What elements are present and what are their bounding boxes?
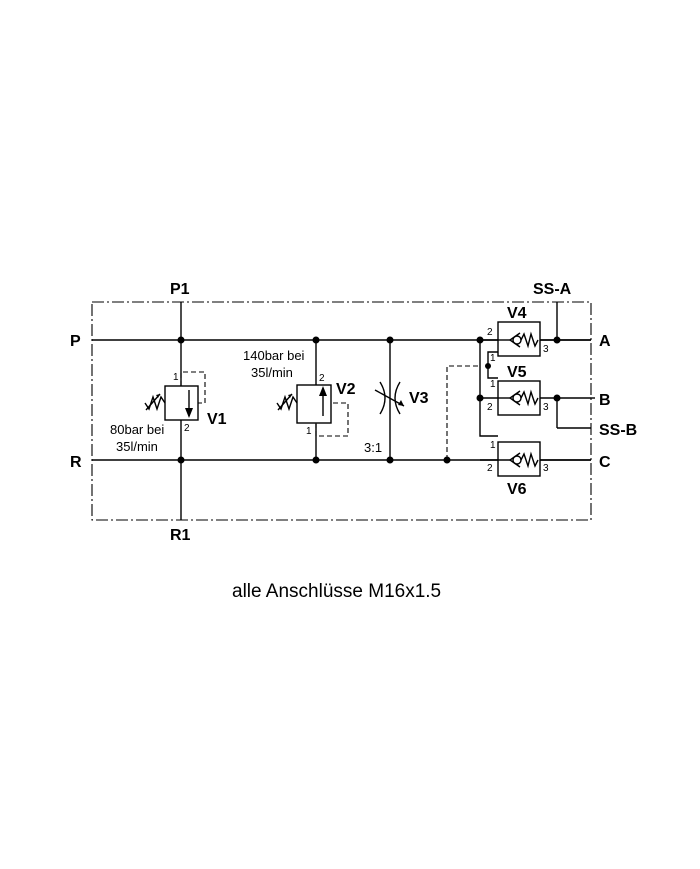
v4-port-in: 2 xyxy=(487,327,493,338)
v1-setting-line2: 35l/min xyxy=(116,439,158,454)
valve-v3-throttle xyxy=(374,381,405,415)
port-ss-b-label: SS-B xyxy=(599,422,637,439)
valve-v1 xyxy=(144,371,206,421)
v1-label: V1 xyxy=(207,411,227,428)
port-p-label: P xyxy=(70,333,81,350)
v5-label: V5 xyxy=(507,364,527,381)
v2-label: V2 xyxy=(336,381,356,398)
v1-setting-line1: 80bar bei xyxy=(110,422,164,437)
caption: alle Anschlüsse M16x1.5 xyxy=(232,581,441,602)
v6-port-in: 2 xyxy=(487,463,493,474)
v3-label: V3 xyxy=(409,390,429,407)
v2-port-top: 2 xyxy=(319,373,325,384)
v5-port-out: 3 xyxy=(543,402,549,413)
port-b-label: B xyxy=(599,392,611,409)
port-ss-a-label: SS-A xyxy=(533,281,572,298)
block-boundary xyxy=(91,301,592,521)
v2-setting-line1: 140bar bei xyxy=(243,348,305,363)
v6-port-pilot: 1 xyxy=(490,440,496,451)
valve-v4 xyxy=(497,321,541,357)
v1-port-top: 1 xyxy=(173,372,179,383)
v4-port-out: 3 xyxy=(543,344,549,355)
v2-port-bottom: 1 xyxy=(306,426,312,437)
v2-setting-line2: 35l/min xyxy=(251,365,293,380)
v5-port-in: 2 xyxy=(487,402,493,413)
junction-dots xyxy=(177,336,561,464)
v4-port-pilot: 1 xyxy=(490,353,496,364)
v1-port-bottom: 2 xyxy=(184,423,190,434)
valve-v6 xyxy=(480,441,541,477)
v3-ratio: 3:1 xyxy=(364,440,382,455)
port-r1-label: R1 xyxy=(170,527,191,544)
pilot-lines xyxy=(446,351,498,460)
v5-port-pilot: 1 xyxy=(490,379,496,390)
port-r-label: R xyxy=(70,454,82,471)
port-p1-label: P1 xyxy=(170,281,190,298)
v6-label: V6 xyxy=(507,481,527,498)
port-c-label: C xyxy=(599,454,611,471)
v4-label: V4 xyxy=(507,305,527,322)
valve-v5 xyxy=(497,380,541,416)
valve-v2 xyxy=(276,384,349,437)
v6-port-out: 3 xyxy=(543,463,549,474)
port-a-label: A xyxy=(599,333,611,350)
